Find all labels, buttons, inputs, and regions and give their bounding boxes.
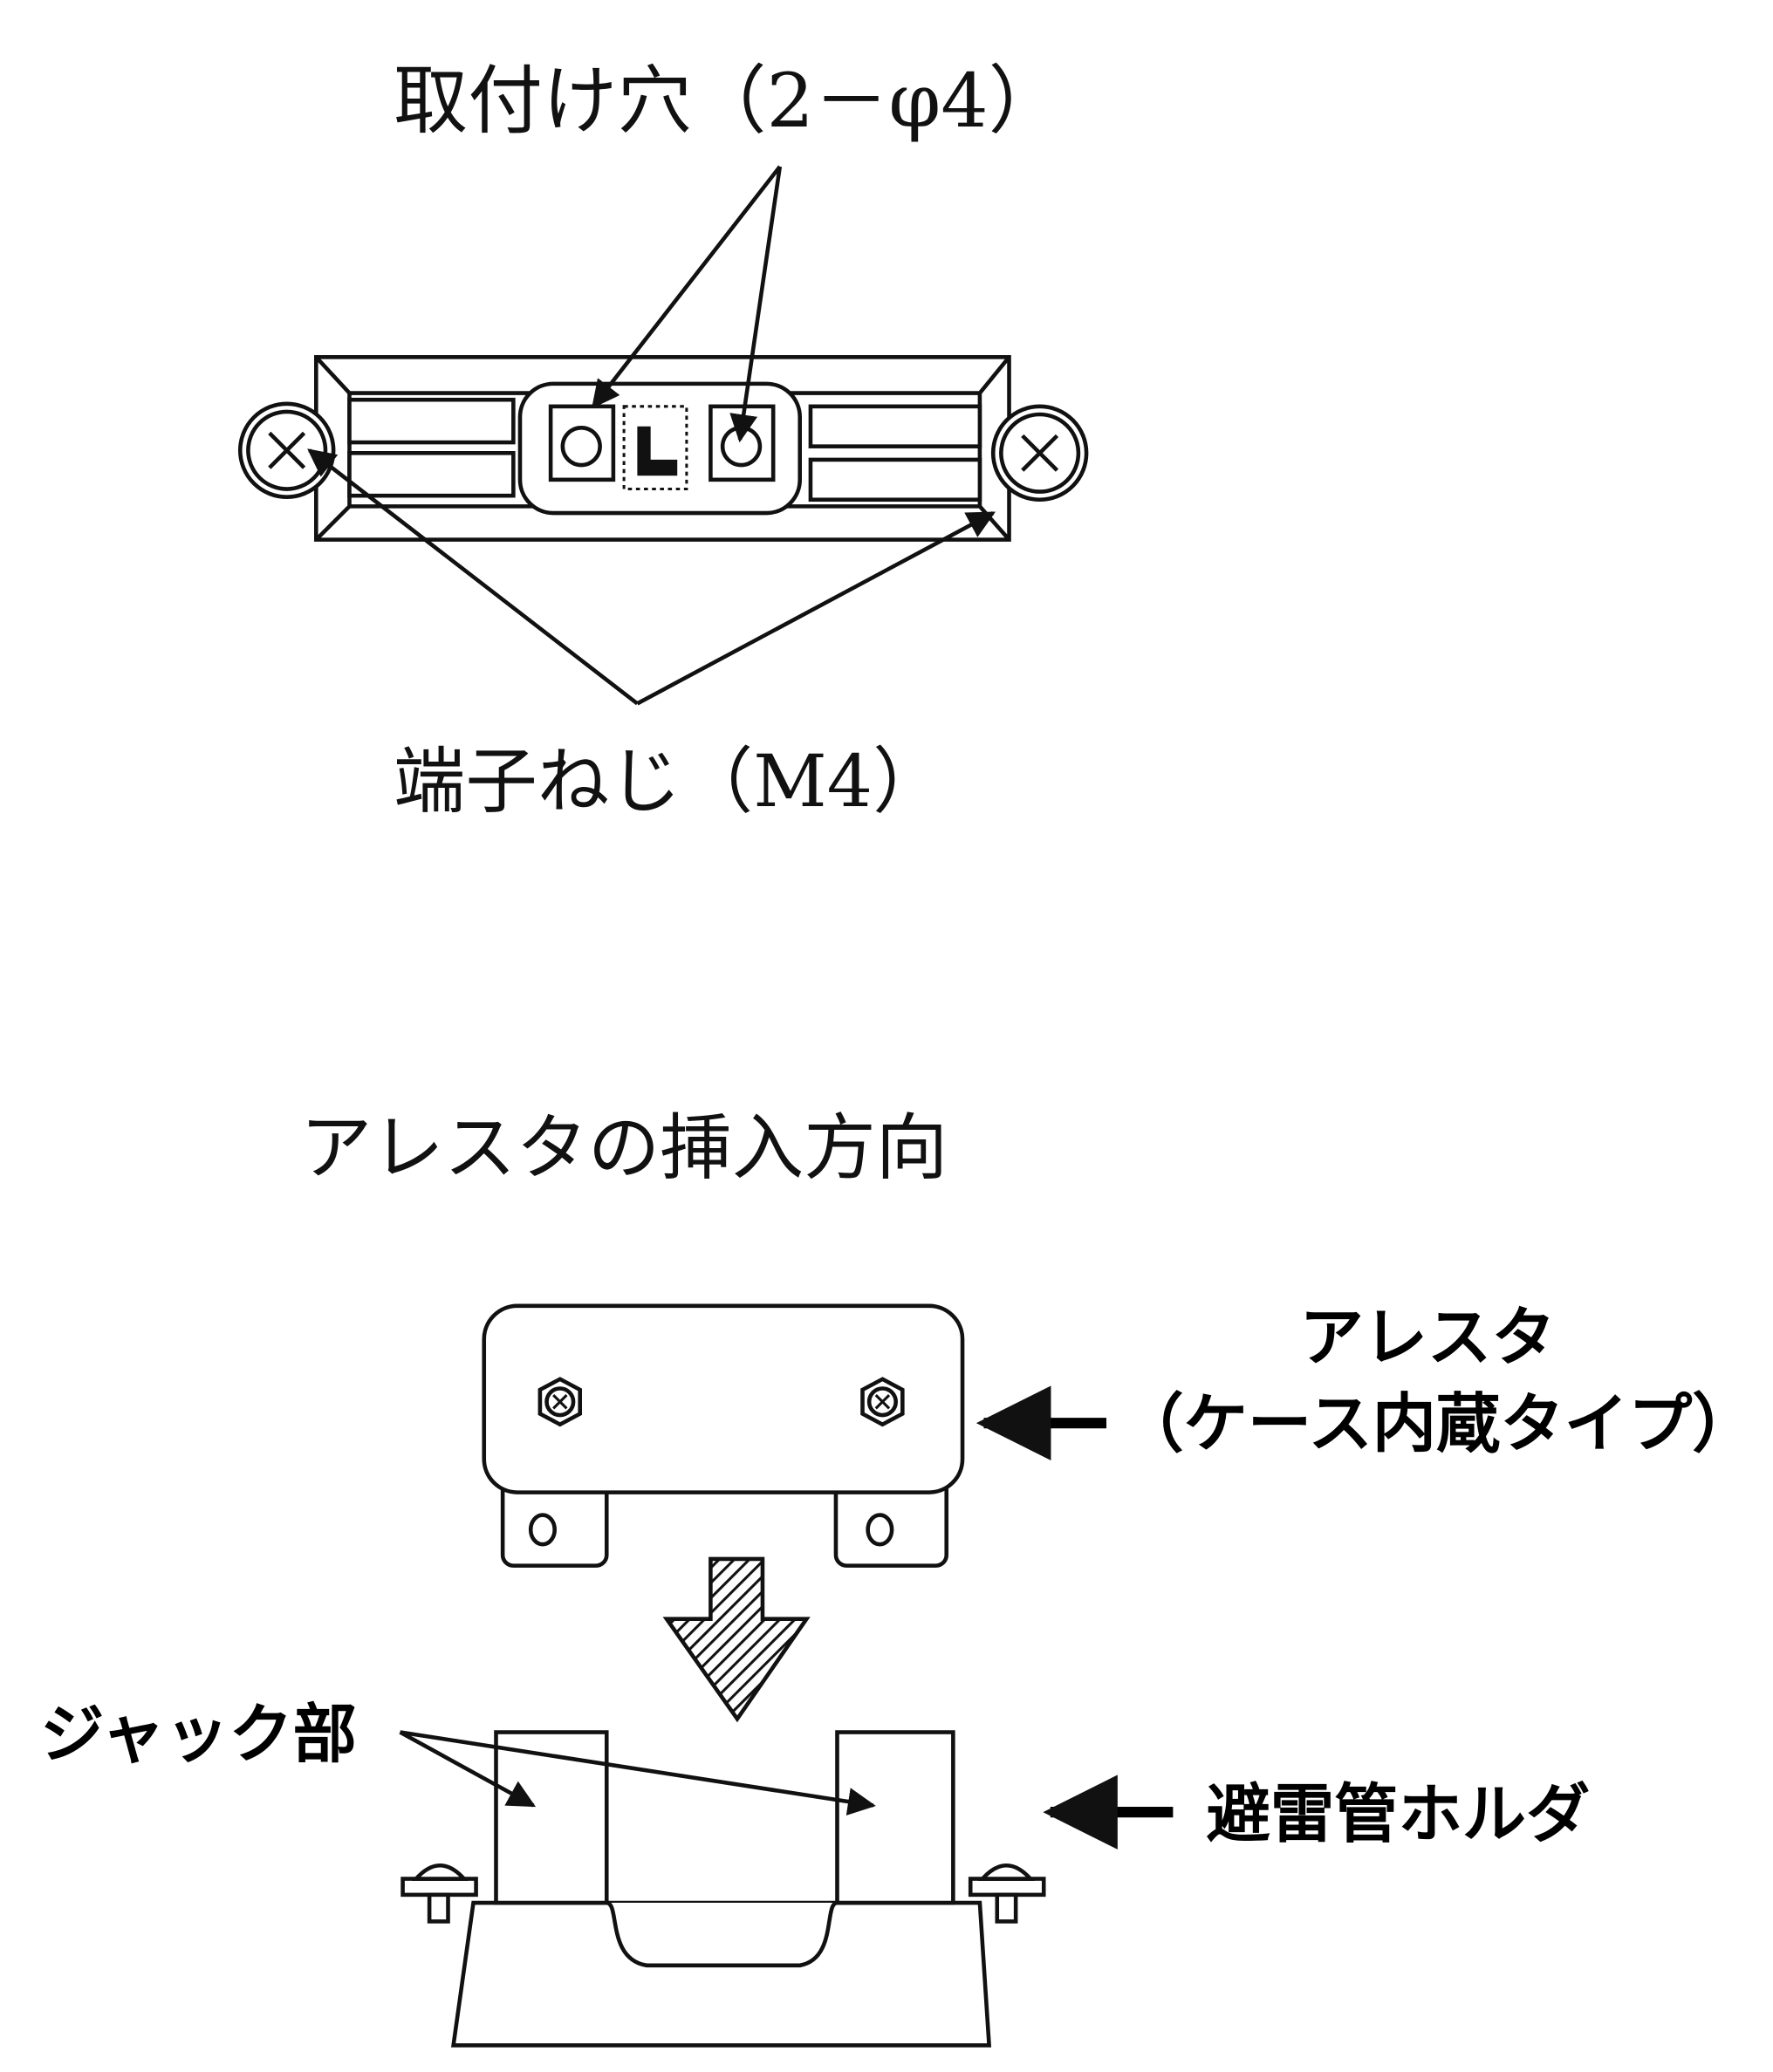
holder-screw-left <box>400 1863 478 1924</box>
screw-icon <box>537 1377 583 1427</box>
terminal-block <box>237 355 1089 542</box>
terminal-screw-right <box>990 404 1089 503</box>
holder-screw-right <box>968 1863 1046 1924</box>
screw-icon <box>860 1377 905 1427</box>
terminal-screw-label: 端子ねじ（M4） <box>394 740 945 824</box>
holder-label: 避雷管ホルダ <box>1207 1778 1591 1852</box>
jack-label: ジャック部 <box>40 1698 357 1772</box>
logo-mark <box>622 405 688 491</box>
arrester-label: アレスタ <box>1299 1301 1555 1375</box>
arrester <box>482 1303 965 1568</box>
mounting-hole-left <box>548 404 616 482</box>
jack-right <box>835 1730 955 1905</box>
mounting-hole-label: 取付け穴（2－φ4） <box>394 58 1063 145</box>
terminal-screw-left <box>237 401 336 499</box>
arrester-holder <box>400 1730 1046 2048</box>
insertion-direction-title: アレスタの挿入方向 <box>300 1106 948 1190</box>
arrester-sublabel: （ケース内蔵タイプ） <box>1119 1387 1756 1461</box>
leader-lines-top <box>307 165 996 706</box>
jack-left <box>494 1730 609 1905</box>
insertion-arrow-icon <box>662 1556 811 1723</box>
jack-leader-lines <box>399 1730 876 1816</box>
